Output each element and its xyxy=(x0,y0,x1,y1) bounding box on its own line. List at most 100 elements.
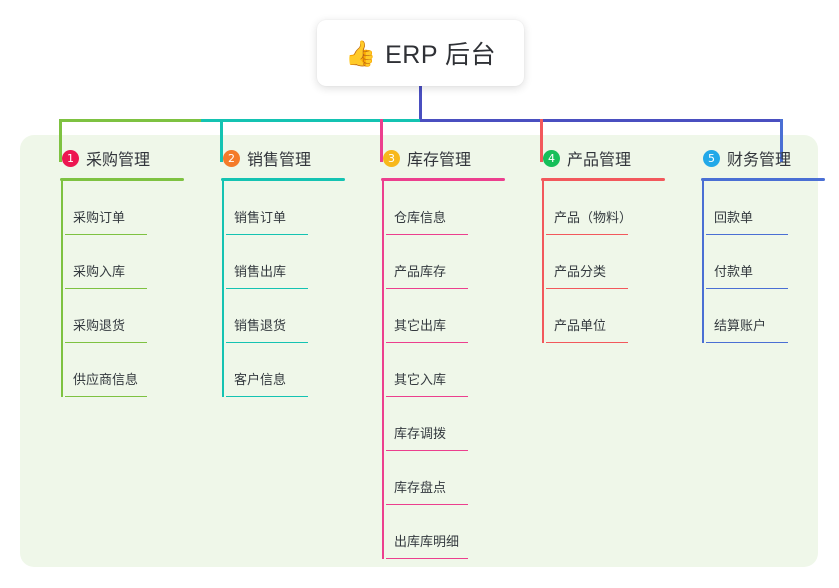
list-item[interactable]: 付款单 xyxy=(681,235,839,289)
list-item[interactable]: 采购入库 xyxy=(40,235,200,289)
list-item[interactable]: 采购订单 xyxy=(40,181,200,235)
branch-badge-2: 2 xyxy=(223,149,240,167)
branch-header-rule-1 xyxy=(60,178,184,181)
branches-panel xyxy=(20,135,818,567)
branch-header-4[interactable]: 4 产品管理 xyxy=(521,146,681,170)
item-rule xyxy=(226,341,308,343)
list-item[interactable]: 其它入库 xyxy=(361,343,521,397)
item-label: 产品分类 xyxy=(554,264,607,279)
branch-column-4: 4 产品管理 产品（物料） 产品分类 产品单位 xyxy=(521,146,681,343)
branch-spine-2 xyxy=(222,181,224,397)
item-label: 销售退货 xyxy=(234,318,287,333)
branch-title-4: 产品管理 xyxy=(567,152,632,169)
branch-column-2: 2 销售管理 销售订单 销售出库 销售退货 客户信息 xyxy=(201,146,361,397)
item-label: 结算账户 xyxy=(714,318,767,333)
branch-items-5: 回款单 付款单 结算账户 xyxy=(681,181,839,343)
item-rule xyxy=(386,557,468,559)
item-label: 销售出库 xyxy=(234,264,287,279)
item-label: 产品库存 xyxy=(394,264,447,279)
item-label: 付款单 xyxy=(714,264,754,279)
item-rule xyxy=(386,395,468,397)
list-item[interactable]: 库存调拨 xyxy=(361,397,521,451)
item-rule xyxy=(226,233,308,235)
list-item[interactable]: 销售退货 xyxy=(201,289,361,343)
item-label: 产品单位 xyxy=(554,318,607,333)
branch-header-1[interactable]: 1 采购管理 xyxy=(40,146,200,170)
branch-spine-5 xyxy=(702,181,704,343)
item-rule xyxy=(386,503,468,505)
branch-spine-3 xyxy=(382,181,384,559)
branch-badge-1: 1 xyxy=(62,149,79,167)
branch-header-rule-5 xyxy=(701,178,825,181)
branch-title-2: 销售管理 xyxy=(247,152,312,169)
item-label: 客户信息 xyxy=(234,372,287,387)
root-node-content: 👍 ERP 后台 xyxy=(345,35,496,71)
item-label: 销售订单 xyxy=(234,210,287,225)
item-rule xyxy=(386,233,468,235)
branch-spine-1 xyxy=(61,181,63,397)
item-rule xyxy=(386,287,468,289)
branch-header-rule-2 xyxy=(221,178,345,181)
list-item[interactable]: 客户信息 xyxy=(201,343,361,397)
item-label: 供应商信息 xyxy=(73,372,139,387)
branch-header-5[interactable]: 5 财务管理 xyxy=(681,146,839,170)
list-item[interactable]: 供应商信息 xyxy=(40,343,200,397)
branch-items-4: 产品（物料） 产品分类 产品单位 xyxy=(521,181,681,343)
item-rule xyxy=(65,341,147,343)
branch-column-3: 3 库存管理 仓库信息 产品库存 其它出库 其它入库 库存调拨 xyxy=(361,146,521,559)
list-item[interactable]: 其它出库 xyxy=(361,289,521,343)
list-item[interactable]: 出库库明细 xyxy=(361,505,521,559)
branch-badge-5: 5 xyxy=(703,149,720,167)
list-item[interactable]: 采购退货 xyxy=(40,289,200,343)
item-label: 采购退货 xyxy=(73,318,126,333)
branch-items-1: 采购订单 采购入库 采购退货 供应商信息 xyxy=(40,181,200,397)
item-label: 出库库明细 xyxy=(394,534,460,549)
root-title: ERP 后台 xyxy=(385,41,497,69)
item-label: 库存调拨 xyxy=(394,426,447,441)
item-rule xyxy=(546,341,628,343)
list-item[interactable]: 仓库信息 xyxy=(361,181,521,235)
branch-column-5: 5 财务管理 回款单 付款单 结算账户 xyxy=(681,146,839,343)
list-item[interactable]: 库存盘点 xyxy=(361,451,521,505)
list-item[interactable]: 回款单 xyxy=(681,181,839,235)
list-item[interactable]: 产品分类 xyxy=(521,235,681,289)
item-label: 仓库信息 xyxy=(394,210,447,225)
item-rule xyxy=(546,287,628,289)
item-rule xyxy=(386,449,468,451)
item-rule xyxy=(65,287,147,289)
list-item[interactable]: 产品库存 xyxy=(361,235,521,289)
branch-badge-4: 4 xyxy=(543,149,560,167)
item-rule xyxy=(386,341,468,343)
branch-header-rule-3 xyxy=(381,178,505,181)
branch-items-2: 销售订单 销售出库 销售退货 客户信息 xyxy=(201,181,361,397)
branch-column-1: 1 采购管理 采购订单 采购入库 采购退货 供应商信息 xyxy=(40,146,200,397)
item-rule xyxy=(706,341,788,343)
item-rule xyxy=(706,233,788,235)
item-label: 产品（物料） xyxy=(554,210,633,225)
item-rule xyxy=(706,287,788,289)
list-item[interactable]: 产品（物料） xyxy=(521,181,681,235)
branch-header-2[interactable]: 2 销售管理 xyxy=(201,146,361,170)
item-label: 其它入库 xyxy=(394,372,447,387)
item-rule xyxy=(226,395,308,397)
item-label: 回款单 xyxy=(714,210,754,225)
thumbs-up-icon: 👍 xyxy=(344,38,377,68)
list-item[interactable]: 销售出库 xyxy=(201,235,361,289)
item-label: 库存盘点 xyxy=(394,480,447,495)
list-item[interactable]: 产品单位 xyxy=(521,289,681,343)
item-rule xyxy=(65,395,147,397)
branch-header-rule-4 xyxy=(541,178,665,181)
branch-badge-3: 3 xyxy=(383,149,400,167)
root-node[interactable]: 👍 ERP 后台 xyxy=(317,20,524,86)
item-label: 采购订单 xyxy=(73,210,126,225)
list-item[interactable]: 销售订单 xyxy=(201,181,361,235)
item-rule xyxy=(226,287,308,289)
branch-title-1: 采购管理 xyxy=(86,152,151,169)
branch-header-3[interactable]: 3 库存管理 xyxy=(361,146,521,170)
branch-spine-4 xyxy=(542,181,544,343)
list-item[interactable]: 结算账户 xyxy=(681,289,839,343)
item-label: 采购入库 xyxy=(73,264,126,279)
item-rule xyxy=(546,233,628,235)
branch-items-3: 仓库信息 产品库存 其它出库 其它入库 库存调拨 库存盘点 xyxy=(361,181,521,559)
